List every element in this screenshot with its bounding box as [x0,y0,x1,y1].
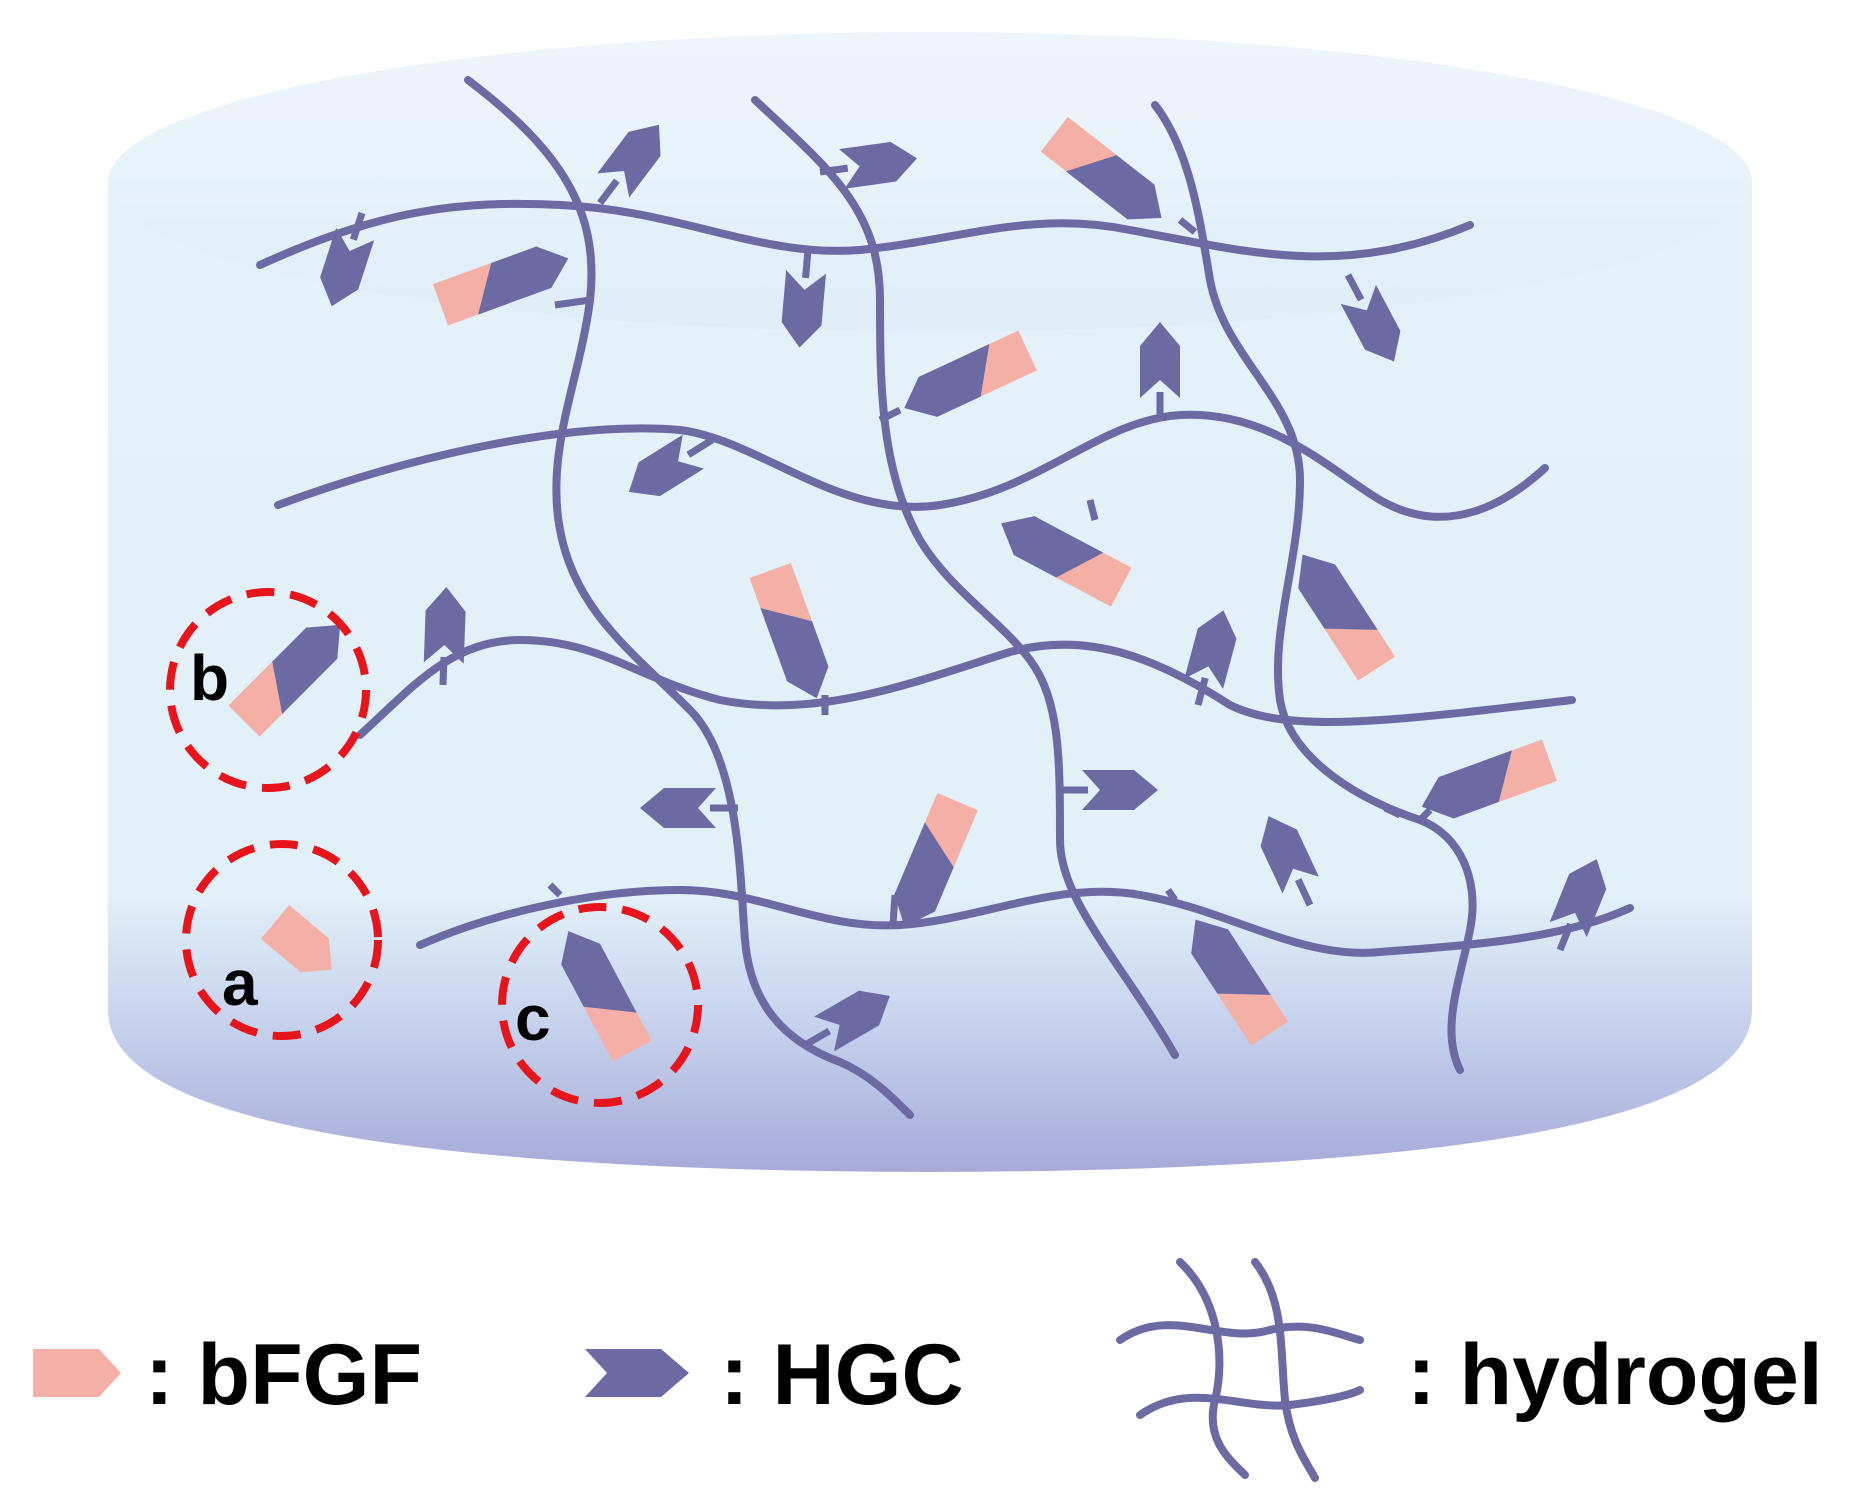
hgc-molecule [1250,807,1319,907]
hgc-molecule [312,211,375,313]
hgc-molecule [1140,322,1180,420]
fiber [416,885,1634,957]
hgc-molecule [1184,605,1243,706]
hgc-molecule [779,249,827,350]
highlight-circle-a [182,840,382,1040]
hgc-molecule [423,586,467,686]
legend-bfgf-label: : bFGF [145,1327,422,1423]
highlight-circles [166,588,702,1107]
legend-hydrogel-icon [1116,1258,1364,1482]
legend-hgc-label: : HGC [720,1327,964,1423]
highlight-circle-b [166,588,370,792]
hgc-molecule [819,138,920,189]
hgc-molecule [1060,770,1158,810]
bfgf-hgc-conjugates [228,116,1558,1062]
legend-hgc-icon [585,1349,689,1397]
hgc-molecule [618,434,714,509]
fiber [751,96,1179,1059]
hgc-molecule [803,978,900,1052]
hgc-molecule [1549,851,1616,952]
fiber [1151,101,1477,1074]
legend-hydrogel-label: : hydrogel [1407,1327,1823,1423]
hgc-molecule [1340,273,1412,371]
label-c: c [515,982,551,1054]
fiber [256,199,1474,269]
legend-bfgf-icon [33,1349,121,1397]
hgc-molecule [597,112,675,206]
hydrogel-fibers [256,76,1634,1119]
hgc-molecule [640,788,738,828]
label-a: a [222,947,258,1019]
highlight-circle-c [498,903,702,1107]
label-b: b [190,642,229,714]
legend: : bFGF : HGC : hydrogel [33,1258,1823,1482]
fiber [464,76,914,1119]
hgc-molecules [312,112,1616,1052]
fiber [274,410,1549,521]
